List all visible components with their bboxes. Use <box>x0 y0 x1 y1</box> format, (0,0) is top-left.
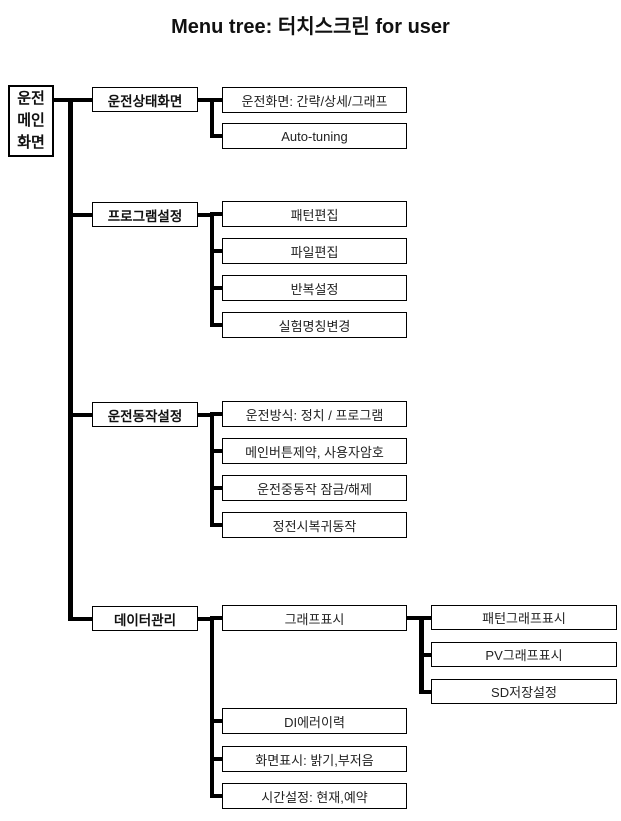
trunk-line <box>68 97 73 621</box>
group-2-child-2-node: 운전중동작 잠금/해제 <box>222 475 407 501</box>
group-3-child-2-node: 화면표시: 밝기,부저음 <box>222 746 407 772</box>
root-node-line-1: 운전 <box>17 90 45 107</box>
stub-group-1-child-3 <box>209 323 222 327</box>
stub-group-3-child-3 <box>209 794 222 798</box>
stub-group-2-child-3 <box>209 523 222 527</box>
group-3-child-1-node: DI에러이력 <box>222 708 407 734</box>
stub-group-2-child-2 <box>209 486 222 490</box>
connector-graph-out <box>407 615 424 620</box>
graph-child-2-node: SD저장설정 <box>431 679 617 704</box>
stub-graph-child-1 <box>419 652 431 657</box>
stub-group-1-child-1 <box>209 249 222 253</box>
group-0-child-0-node: 운전화면: 간략/상세/그래프 <box>222 87 407 113</box>
branch-line-group-1 <box>209 212 214 327</box>
stub-group-0-child-1 <box>209 134 222 138</box>
group-1-node: 프로그램설정 <box>92 202 198 227</box>
group-3-child-3-node: 시간설정: 현재,예약 <box>222 783 407 809</box>
group-0-child-1-node: Auto-tuning <box>222 123 407 149</box>
stub-group-2-child-1 <box>209 449 222 453</box>
connector-trunk-to-group-1 <box>68 212 92 217</box>
root-node-line-2: 메인 <box>17 112 45 129</box>
graph-child-1-node: PV그래프표시 <box>431 642 617 667</box>
stub-group-2-child-0 <box>209 412 222 416</box>
stub-group-0-child-0 <box>209 98 222 102</box>
group-0-node: 운전상태화면 <box>92 87 198 112</box>
group-1-child-3-node: 실험명칭변경 <box>222 312 407 338</box>
connector-group-2-out <box>198 412 214 417</box>
stub-group-3-child-0 <box>209 616 222 620</box>
group-2-child-1-node: 메인버튼제약, 사용자암호 <box>222 438 407 464</box>
stub-group-3-child-2 <box>209 757 222 761</box>
stub-group-3-child-1 <box>209 719 222 723</box>
connector-group-1-out <box>198 212 214 217</box>
group-2-child-3-node: 정전시복귀동작 <box>222 512 407 538</box>
group-2-child-0-node: 운전방식: 정치 / 프로그램 <box>222 401 407 427</box>
stub-group-1-child-0 <box>209 212 222 216</box>
group-2-node: 운전동작설정 <box>92 402 198 427</box>
stub-graph-child-0 <box>419 615 431 620</box>
branch-line-group-0 <box>209 97 214 138</box>
connector-group-0-out <box>198 97 214 102</box>
diagram-title: Menu tree: 터치스크린 for user <box>171 16 450 38</box>
connector-group-3-out <box>198 616 214 621</box>
group-3-child-0-node: 그래프표시 <box>222 605 407 631</box>
branch-line-group-2 <box>209 412 214 527</box>
connector-trunk-to-group-3 <box>68 616 92 621</box>
root-node: 운전 메인 화면 <box>8 85 54 157</box>
group-1-child-2-node: 반복설정 <box>222 275 407 301</box>
stub-graph-child-2 <box>419 689 431 694</box>
group-1-child-1-node: 파일편집 <box>222 238 407 264</box>
group-3-node: 데이터관리 <box>92 606 198 631</box>
group-1-child-0-node: 패턴편집 <box>222 201 407 227</box>
stub-group-1-child-2 <box>209 286 222 290</box>
connector-trunk-to-group-2 <box>68 412 92 417</box>
root-node-line-3: 화면 <box>17 134 45 151</box>
graph-child-0-node: 패턴그래프표시 <box>431 605 617 630</box>
branch-line-group-3 <box>209 616 214 798</box>
connector-root-to-group-0 <box>54 97 92 102</box>
